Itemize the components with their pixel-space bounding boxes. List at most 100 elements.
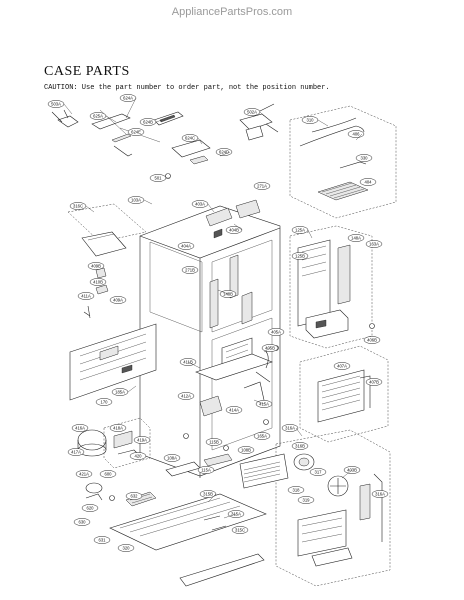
part-label-text: 420 xyxy=(135,454,143,459)
part-label: 403A xyxy=(191,200,209,208)
part-label: 600 xyxy=(99,470,117,478)
part-label-text: 409A xyxy=(113,298,123,303)
part-label: 115B xyxy=(205,438,223,446)
part-label-text: 407A xyxy=(337,364,347,369)
part-label-text: 403B xyxy=(347,468,357,473)
part-label-text: 421A xyxy=(79,472,89,477)
part-label-text: 271A xyxy=(257,184,267,189)
part-label: 624E xyxy=(127,128,145,136)
part-label: 271B xyxy=(181,266,199,274)
part-label: 624B xyxy=(139,118,157,126)
part-label-text: 163A xyxy=(369,242,379,247)
part-label-text: 165A xyxy=(257,434,267,439)
part-label-text: 624E xyxy=(131,130,141,135)
part-label: 170 xyxy=(95,398,113,406)
part-label: 108A xyxy=(163,454,181,462)
page-title: CASE PARTS xyxy=(44,64,130,79)
part-label: 407A xyxy=(333,362,351,370)
part-label: 420 xyxy=(129,452,147,460)
part-label: 410B xyxy=(89,278,107,286)
part-label: 165A xyxy=(253,432,271,440)
part-label: 271A xyxy=(253,182,271,190)
part-label: 108B xyxy=(237,446,255,454)
part-label: 405A xyxy=(267,328,285,336)
part-label: 414A xyxy=(225,406,243,414)
part-label-text: 631 xyxy=(99,538,107,543)
part-label: 103A xyxy=(127,196,145,204)
part-label-text: 415A xyxy=(259,402,269,407)
part-label-text: 315C xyxy=(235,528,245,533)
part-label-text: 317 xyxy=(315,470,323,475)
part-label-text: 405B xyxy=(265,346,275,351)
part-label: 412A xyxy=(177,392,195,400)
part-label-text: 632 xyxy=(131,494,139,499)
part-label-text: 410B xyxy=(93,280,103,285)
part-label-text: 103A xyxy=(131,198,141,203)
refrigerator-cabinet xyxy=(139,199,281,478)
hinge-cap xyxy=(239,103,279,141)
part-label: 185A xyxy=(111,388,129,396)
part-label: 421A xyxy=(75,470,93,478)
part-label: 624A xyxy=(119,94,137,102)
part-label-text: 620 xyxy=(87,506,95,511)
part-label: 148A xyxy=(347,234,365,242)
part-label-text: 185A xyxy=(115,390,125,395)
part-label-text: 624A xyxy=(123,96,133,101)
part-label-text: 414A xyxy=(229,408,239,413)
part-label: 406 xyxy=(347,130,365,138)
part-label: 418A xyxy=(109,424,127,432)
part-label-text: 319 xyxy=(303,498,311,503)
part-label-text: 316A xyxy=(375,492,385,497)
part-label-text: 310 xyxy=(307,118,315,123)
caution-note: CAUTION: Use the part number to order pa… xyxy=(44,84,330,92)
part-label-text: 320 xyxy=(123,546,131,551)
part-label: 503A xyxy=(47,100,65,108)
part-label-text: 411A xyxy=(81,294,91,299)
part-label: 409A xyxy=(109,296,127,304)
part-label-text: 115B xyxy=(209,440,219,445)
part-label: 316C xyxy=(69,202,87,210)
part-label: 417A xyxy=(67,448,85,456)
part-label: 501 xyxy=(149,174,167,182)
part-label: 407B xyxy=(365,378,383,386)
part-label-text: 419A xyxy=(137,438,147,443)
part-label: 406B xyxy=(363,336,381,344)
part-label-text: 412A xyxy=(181,394,191,399)
part-label: 163A xyxy=(365,240,383,248)
part-label: 624C xyxy=(181,134,199,142)
part-label-text: 625A xyxy=(93,114,103,119)
part-label: 316A xyxy=(371,490,389,498)
side-panel xyxy=(69,323,157,401)
part-label: 411A xyxy=(77,292,95,300)
part-label-text: 407B xyxy=(369,380,379,385)
part-label-text: 108B xyxy=(241,448,251,453)
part-label-text: 600 xyxy=(105,472,113,477)
base-pan xyxy=(109,453,267,587)
part-label-text: 315A xyxy=(231,512,241,517)
part-label: 404A xyxy=(177,242,195,250)
leader-lines xyxy=(63,97,363,519)
part-label-text: 624D xyxy=(219,150,229,155)
part-label-text: 404A xyxy=(181,244,191,249)
part-label-text: 148A xyxy=(351,236,361,241)
part-label-text: 316C xyxy=(73,204,83,209)
part-label-text: 406 xyxy=(353,132,361,137)
ice-dispenser-housing xyxy=(289,225,373,349)
part-label-text: 318 xyxy=(293,488,301,493)
watermark-text: AppliancePartsPros.com xyxy=(171,6,293,18)
part-label-text: 418A xyxy=(113,426,123,431)
part-label: 318 xyxy=(287,486,305,494)
part-label: 409B xyxy=(87,262,105,270)
part-label: 502A xyxy=(243,108,261,116)
part-label: 631 xyxy=(93,536,111,544)
top-cover-panel xyxy=(289,105,397,219)
part-label-text: 125B xyxy=(295,254,305,259)
part-label-text: 501 xyxy=(155,176,163,181)
part-label: 316B xyxy=(291,442,309,450)
part-label: 404 xyxy=(359,178,377,186)
part-label: 419A xyxy=(133,436,151,444)
part-label-text: 405A xyxy=(271,330,281,335)
part-label: 416A xyxy=(71,424,89,432)
part-label-text: 503A xyxy=(51,102,61,107)
part-label: 310 xyxy=(301,116,319,124)
